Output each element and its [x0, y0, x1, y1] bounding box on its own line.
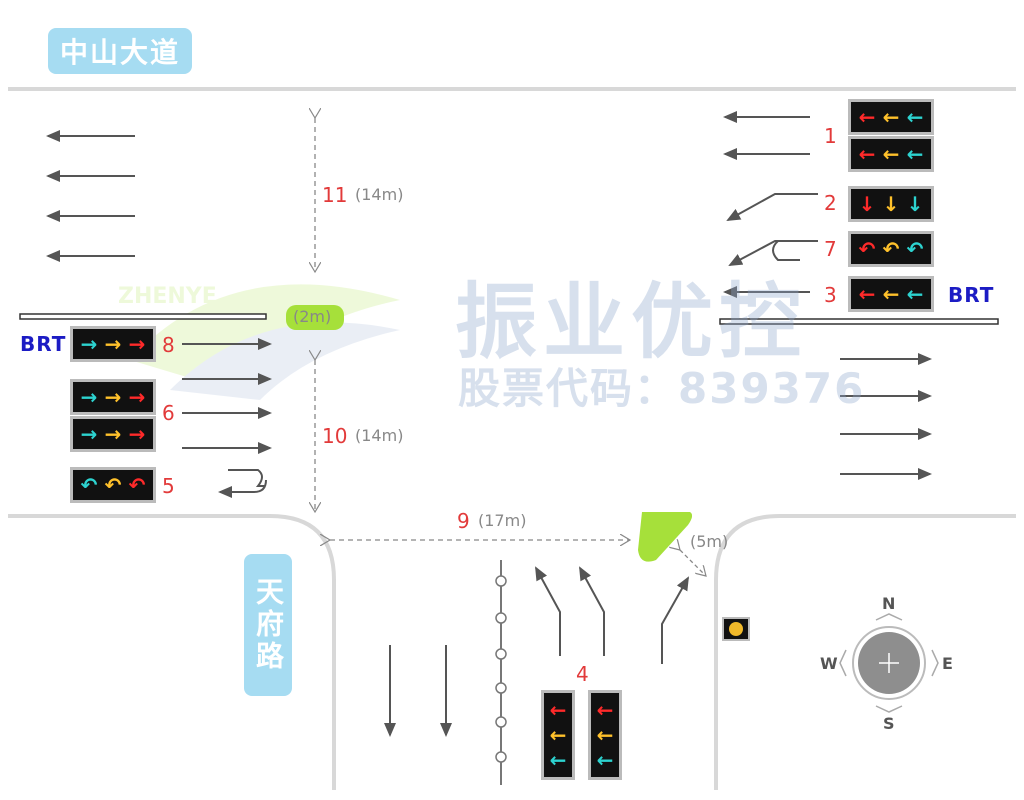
compass-west: W — [820, 654, 838, 673]
crossing-distance-east: (17m) — [478, 511, 527, 530]
signal-lamp-cyan: ↓ — [906, 192, 924, 216]
phase-number: 2 — [824, 191, 837, 215]
brt-lane-east — [719, 318, 999, 325]
signal-lamp-cyan: ↶ — [906, 237, 924, 261]
crossing-distance-north: (14m) — [355, 185, 404, 204]
signal-lamp-cyan: → — [80, 422, 98, 446]
road-curve-south-east — [714, 514, 781, 790]
signal-lamp-yellow: → — [104, 422, 122, 446]
signal-lamp-red: → — [128, 422, 146, 446]
signal-lamp-yellow: ← — [882, 105, 900, 129]
road-label-tianfu: 天府路 — [244, 554, 292, 696]
brt-label-east: BRT — [948, 283, 995, 307]
signal-lamp-cyan: ← — [906, 282, 924, 306]
compass-icon — [839, 613, 939, 713]
signal-head: ↓↓↓ — [848, 186, 934, 222]
signal-lamp-red: ← — [858, 282, 876, 306]
compass-east: E — [942, 654, 953, 673]
signal-head: ←←← — [588, 690, 622, 780]
signal-lamp-red: ↶ — [128, 473, 146, 497]
signal-lamp-red: → — [128, 385, 146, 409]
brt-lane-west — [19, 313, 267, 320]
signal-head: →→→ — [70, 379, 156, 415]
amber-lamp — [729, 622, 743, 636]
compass-north: N — [882, 594, 896, 613]
signal-lamp-cyan: ← — [596, 748, 614, 773]
watermark-logo: ZHENYE — [118, 284, 400, 400]
signal-lamp-yellow: ↓ — [882, 192, 900, 216]
signal-lamp-cyan: ← — [906, 105, 924, 129]
compass-south: S — [883, 714, 895, 733]
signal-head: ←←← — [541, 690, 575, 780]
signal-lamp-red: ↶ — [858, 237, 876, 261]
corner-distance: (5m) — [690, 532, 729, 551]
signal-head: ←←← — [848, 99, 934, 135]
signal-head: ↶↶↶ — [70, 467, 156, 503]
phase-number: 3 — [824, 283, 837, 307]
signal-head: ↶↶↶ — [848, 231, 934, 267]
crossing-distance-south: (14m) — [355, 426, 404, 445]
svg-text:ZHENYE: ZHENYE — [118, 284, 217, 309]
amber-light — [722, 617, 750, 641]
signal-head: →→→ — [70, 326, 156, 362]
signal-lamp-yellow: → — [104, 385, 122, 409]
pedestrian-island-center — [286, 305, 344, 330]
signal-lamp-cyan: → — [80, 385, 98, 409]
signal-lamp-yellow: ↶ — [882, 237, 900, 261]
phase-number: 8 — [162, 333, 175, 357]
signal-lamp-red: ← — [858, 105, 876, 129]
signal-lamp-red: ← — [858, 142, 876, 166]
crossing-number-east: 9 — [457, 509, 470, 533]
phase-number: 4 — [576, 662, 589, 686]
signal-lamp-red: ← — [549, 697, 567, 722]
signal-lamp-yellow: ← — [549, 722, 567, 747]
signal-lamp-cyan: → — [80, 332, 98, 356]
signal-head: →→→ — [70, 416, 156, 452]
signal-lamp-yellow: → — [104, 332, 122, 356]
signal-lamp-yellow: ← — [596, 722, 614, 747]
island-distance: (2m) — [293, 307, 332, 326]
signal-lamp-red: → — [128, 332, 146, 356]
signal-lamp-yellow: ← — [882, 282, 900, 306]
signal-lamp-yellow: ← — [882, 142, 900, 166]
signal-head: ←←← — [848, 276, 934, 312]
signal-lamp-cyan: ↶ — [80, 473, 98, 497]
crossing-number-south: 10 — [322, 424, 348, 448]
crossing-number-north: 11 — [322, 183, 348, 207]
signal-lamp-red: ← — [596, 697, 614, 722]
signal-head: ←←← — [848, 136, 934, 172]
phase-number: 6 — [162, 401, 175, 425]
road-label-zhongshan: 中山大道 — [48, 28, 192, 74]
phase-number: 1 — [824, 124, 837, 148]
signal-lamp-yellow: ↶ — [104, 473, 122, 497]
signal-lamp-cyan: ← — [549, 748, 567, 773]
signal-lamp-cyan: ← — [906, 142, 924, 166]
corner-island-southeast — [638, 512, 693, 562]
phase-number: 5 — [162, 474, 175, 498]
signal-lamp-red: ↓ — [858, 192, 876, 216]
phase-number: 7 — [824, 237, 837, 261]
brt-label-west: BRT — [20, 332, 67, 356]
